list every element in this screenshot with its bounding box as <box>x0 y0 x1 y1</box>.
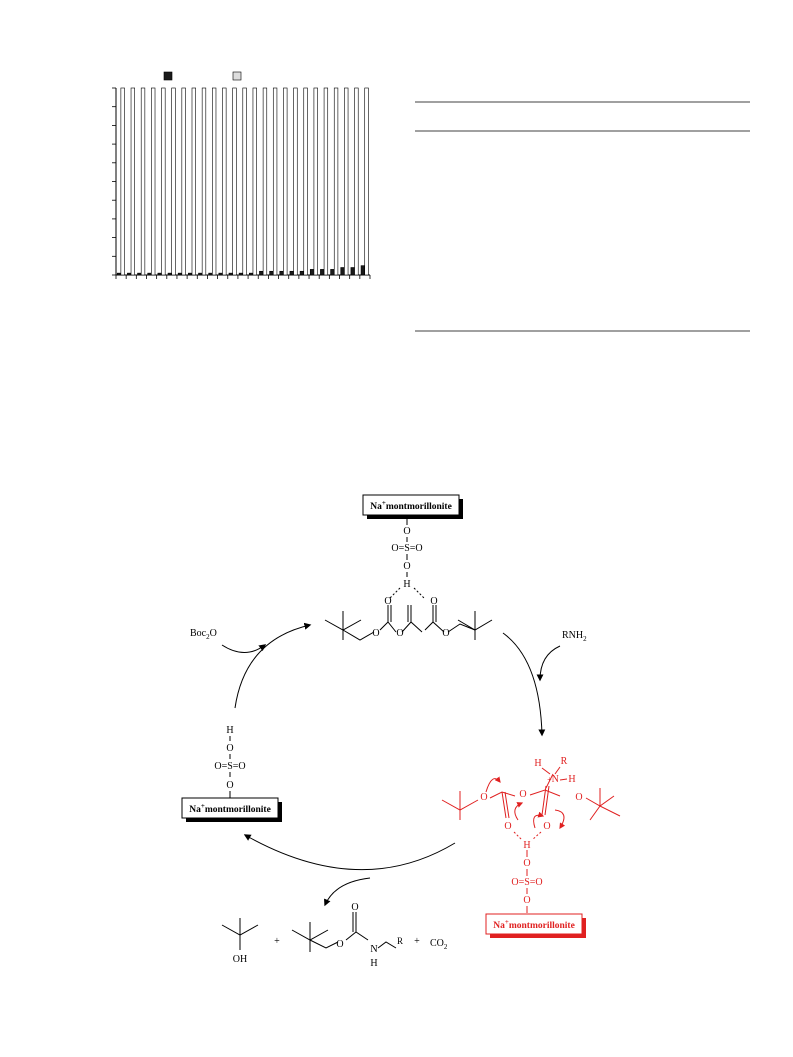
bar-chart <box>112 71 371 279</box>
atom-o-carbonyl-1: O <box>384 596 391 607</box>
svg-text:H: H <box>403 579 410 590</box>
product-atom-h: H <box>370 958 377 969</box>
product-co2: CO2 <box>430 938 448 951</box>
legend-swatch-series-2 <box>232 71 242 81</box>
bar-series-2 <box>293 87 298 276</box>
bar-series-2 <box>161 87 166 276</box>
bar-series-2 <box>191 87 196 276</box>
svg-text:O: O <box>226 743 233 754</box>
atom-o-carbonyl-2: O <box>430 596 437 607</box>
svg-text:O: O <box>575 792 582 803</box>
svg-text:Na+montmorillonite: Na+montmorillonite <box>493 918 575 931</box>
svg-text:Na+montmorillonite: Na+montmorillonite <box>370 499 452 512</box>
cycle-arrow-left-up <box>234 622 312 709</box>
svg-text:O=S=O: O=S=O <box>214 761 245 772</box>
bar-series-2 <box>283 87 288 276</box>
bar-series-2 <box>344 87 349 276</box>
chart-legend <box>163 71 242 81</box>
arrow-products-out <box>324 877 371 907</box>
atom-o-bridge: O <box>396 628 403 639</box>
legend-swatch-series-1 <box>163 71 173 81</box>
reagent-amine: RNH2 <box>562 630 587 643</box>
bar-series-2 <box>272 87 278 276</box>
intermediate-red: H R +N H O O O O O H O O=S=O O <box>480 756 582 906</box>
product-atom-o-ether: O <box>336 939 343 950</box>
bar-series-2 <box>323 87 329 276</box>
svg-text:O: O <box>403 526 410 537</box>
bar-series-2 <box>120 87 125 276</box>
svg-text:H: H <box>568 774 575 785</box>
svg-text:O=S=O: O=S=O <box>391 543 422 554</box>
catalyst-box-top: Na+montmorillonite <box>362 494 463 519</box>
bar-series-2 <box>171 87 176 276</box>
sulfonic-acid-top: O O=S=O O H <box>389 515 425 599</box>
svg-text:Boc2O: Boc2O <box>190 628 217 641</box>
cycle-arrow-bottom <box>243 834 456 871</box>
arrow-amine-in <box>536 645 561 682</box>
svg-text:RNH2: RNH2 <box>562 630 587 643</box>
bar-series-2 <box>201 87 207 276</box>
svg-text:H: H <box>226 725 233 736</box>
svg-text:H: H <box>523 840 530 851</box>
svg-text:O: O <box>480 792 487 803</box>
bar-series-2 <box>252 87 257 276</box>
bar-series-2 <box>151 87 156 276</box>
bar-series-2 <box>130 87 135 276</box>
chart-bars <box>116 87 369 276</box>
plus-2: + <box>414 936 420 947</box>
product-tbutanol <box>221 918 259 950</box>
bar-series-2 <box>232 87 237 276</box>
svg-text:+N: +N <box>547 774 559 785</box>
product-oh: OH <box>233 954 247 965</box>
svg-text:O: O <box>523 858 530 869</box>
svg-text:O: O <box>543 821 550 832</box>
atom-o-ether-1: O <box>372 628 379 639</box>
catalyst-box-red: Na+montmorillonite <box>485 913 586 938</box>
bar-series-2 <box>242 87 247 276</box>
product-boc-amine <box>291 912 397 952</box>
cycle-arrow-top-right <box>502 632 546 737</box>
plus-1: + <box>274 936 280 947</box>
svg-text:O: O <box>523 895 530 906</box>
svg-text:O=S=O: O=S=O <box>511 877 542 888</box>
bar-series-2 <box>313 87 318 276</box>
intermediate-red-bonds <box>441 766 621 913</box>
bar-series-2 <box>364 87 369 276</box>
sulfonic-acid-left: H O O=S=O O <box>214 725 246 798</box>
svg-text:O: O <box>519 789 526 800</box>
svg-text:Na+montmorillonite: Na+montmorillonite <box>189 802 271 815</box>
svg-text:R: R <box>561 756 568 767</box>
bar-series-2 <box>222 87 227 276</box>
catalyst-box-left: Na+montmorillonite <box>181 797 282 822</box>
svg-text:H: H <box>534 758 541 769</box>
reagent-boc2o: Boc2O <box>190 628 217 641</box>
product-atom-o-carbonyl: O <box>351 902 358 913</box>
bar-series-2 <box>333 87 339 276</box>
svg-text:O: O <box>226 780 233 791</box>
svg-text:O: O <box>403 561 410 572</box>
atom-o-ether-2: O <box>442 628 449 639</box>
bar-series-2 <box>354 87 359 276</box>
arrow-boc2o-in <box>221 644 267 653</box>
table-rules <box>415 101 750 332</box>
svg-text:O: O <box>504 821 511 832</box>
product-atom-n: N <box>370 944 377 955</box>
bar-series-2 <box>212 87 217 276</box>
bar-series-2 <box>181 87 186 276</box>
bar-series-2 <box>303 87 308 276</box>
product-atom-r: R <box>397 936 403 946</box>
bar-series-2 <box>140 87 146 276</box>
bar-series-2 <box>262 87 268 276</box>
boc-anhydride-top <box>324 605 493 641</box>
